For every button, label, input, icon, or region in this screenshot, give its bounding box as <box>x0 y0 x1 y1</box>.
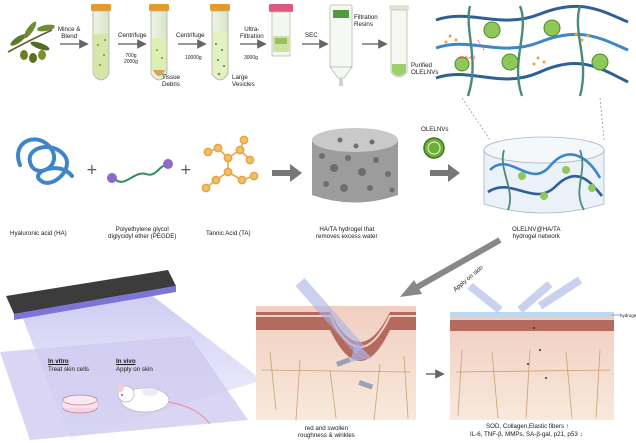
arrow-to-network <box>430 164 460 182</box>
label-centrifuge-2: Centrifuge <box>176 32 205 39</box>
label-ultra-filtration: Ultra- Filtration <box>240 26 264 41</box>
label-speed-2: 10000g <box>185 55 202 61</box>
reflected-uv-rays <box>467 276 583 314</box>
hydrogel-network-jar <box>483 136 605 214</box>
centrifuge-tube-2 <box>149 4 169 81</box>
label-sec: SEC <box>305 32 318 39</box>
zoom-guides <box>461 97 605 141</box>
label-hydrogel-network: OLELNV@HA/TA hydrogel network <box>512 226 561 241</box>
label-in-vitro-text: Treat skin cells <box>48 366 90 373</box>
label-hydrogel-layer: hydrogel <box>620 313 636 318</box>
label-mince-blend: Mince & Blend <box>58 26 81 41</box>
label-filtration-resins: Filtration Resins <box>354 14 378 29</box>
arrow-to-hydrogel <box>272 164 302 182</box>
centrifuge-tube-3 <box>210 4 230 81</box>
ultrafiltration-tube <box>269 4 293 57</box>
label-speed-3: 3000g <box>244 55 258 61</box>
label-result-down: IL-6, TNF-β, MMPs, SA-β-gal, p21, p53 ↓ <box>470 431 583 438</box>
label-result-up: SOD, Collagen,Elastic fibers ↑ <box>486 423 569 430</box>
label-purified-olelnvs: Purified OLELNVs <box>411 62 439 77</box>
label-tissue-debris: Tissue Debris <box>162 74 180 89</box>
hydrogel-sponge-icon <box>312 128 398 203</box>
arrow-apply-on-skin <box>400 237 502 297</box>
uv-ray <box>295 278 365 354</box>
olive-branch-icon <box>7 21 55 63</box>
label-in-vivo-title: In vivo <box>116 358 136 365</box>
sec-column <box>329 4 353 86</box>
olelnv-particle-icon <box>423 137 445 159</box>
label-speed-1: 700g 2000g <box>124 53 138 65</box>
label-large-vesicles: Large Vesicles <box>232 74 255 89</box>
label-pegde: Polyethylene glycol diglycidyl ether (PE… <box>108 226 177 241</box>
label-tannic-acid: Tannic Acid (TA) <box>206 230 251 237</box>
label-damaged-skin: red and swollen roughness & winkles <box>298 425 355 440</box>
label-centrifuge-1: Centrifuge <box>118 32 147 39</box>
label-in-vivo-text: Apply on skin <box>116 366 153 373</box>
tannic-acid-icon <box>201 135 259 193</box>
label-hyaluronic-acid: Hyaluronic acid (HA) <box>10 230 67 237</box>
uv-lamp-scene <box>0 270 262 440</box>
centrifuge-tube-1 <box>91 4 111 81</box>
label-hydrogel: HA/TA hydrogel that removes excess water <box>316 226 378 241</box>
network-zoom-panel <box>432 2 629 98</box>
damaged-skin-panel <box>256 278 416 421</box>
purified-tube <box>389 5 409 78</box>
pegde-icon <box>107 159 173 183</box>
plus-sign-1: + <box>86 162 98 178</box>
label-in-vitro-title: In vitro <box>48 358 69 365</box>
label-olelnvs: OLELNVs <box>421 126 449 133</box>
treated-skin-panel <box>450 276 620 420</box>
hyaluronic-acid-icon <box>16 137 74 185</box>
plus-sign-2: + <box>180 162 192 178</box>
label-h-bond: H-bond <box>460 55 475 60</box>
